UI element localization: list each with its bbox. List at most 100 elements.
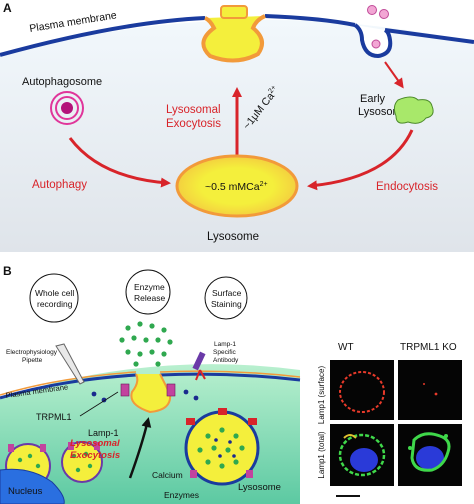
enzyme-dot [225,447,231,453]
endocytic-pit [353,23,393,59]
ko-total-cluster [410,432,451,472]
wt-total-cluster [343,434,357,439]
antibody-fork [195,369,206,381]
particle [367,5,377,15]
channel [246,470,253,478]
channel [68,442,74,450]
lysosome-label-b: Lysosome [238,482,281,493]
released-enzymes [119,321,173,367]
enzyme-label-2: Release [134,293,165,303]
lysosome-b-lamp [186,408,257,425]
ko-label: TRPML1 KO [400,342,457,353]
autophagy-arrow [68,137,171,188]
enzyme-dot [149,323,155,329]
lamp-ab-label-2: Specific [213,349,237,356]
enzyme-dot [35,463,41,469]
calcium-dot [91,391,97,397]
channel [190,470,197,478]
lysosomal-exo-label-2: Exocytosis [70,450,120,461]
lamp-protein [186,418,195,425]
row2-label: Lamp1 (total) [317,431,326,478]
ko-total-speck [408,446,412,450]
panel-b: B Whole cell recording Enzyme Release Su… [0,264,462,504]
vesicle-channels [8,442,100,452]
enzyme-dot [27,453,33,459]
early-label-1: Early [360,93,386,105]
enzyme-release-bubble [125,269,171,315]
wt-total-ring [338,433,386,477]
autophagosome-core [61,102,73,114]
lysosomal-label: Lysosomal [166,104,221,116]
lamp-protein [218,408,227,415]
particle [371,39,381,49]
channel [8,444,14,452]
panel-letter-a: A [3,1,12,15]
panel-letter-b: B [3,264,12,278]
lysosome-b-calcium [214,438,236,458]
enzyme-dot [17,457,23,463]
enzyme-dot [219,427,225,433]
lamp-antibody [192,351,206,371]
exocytosis-label: Exocytosis [166,118,221,130]
calcium-dot [228,440,232,444]
enzyme-label-1: Enzyme [134,282,165,292]
enzyme-dot [125,325,131,331]
lamp-ab-label-1: Lamp-1 [214,341,236,348]
ko-total-speck [444,434,448,438]
wt-label: WT [338,342,354,353]
whole-cell-label-1: Whole cell [35,288,74,298]
calcium-dot [214,438,218,442]
plasma-membrane-a [0,14,474,57]
electro-label-1: Electrophysiology [6,349,58,356]
enzyme-dot [133,361,139,367]
autophagosome-inner-ring [55,96,79,120]
lysosome-b-channels [190,470,253,478]
lysosome-a [175,154,299,218]
ko-surface-speck [423,383,425,385]
surface-staining-bubble [204,276,248,320]
enzyme-dot [197,447,203,453]
trpml1-channel [120,383,130,397]
enzyme-dot [149,349,155,355]
calcium-dots [91,389,199,403]
enzyme-dot [131,335,137,341]
membrane-orange-edge [0,370,301,396]
lamp-ab-label-3: Antibody [213,357,239,364]
enzyme-dot [233,459,239,465]
surface-label-1: Surface [212,288,242,298]
calcium-dot [218,454,222,458]
channel [40,444,46,452]
whole-cell-bubble [29,273,79,323]
enzyme-dot [75,467,81,473]
plasma-membrane-b [0,372,301,400]
calcium-dot [232,454,236,458]
channel [94,442,100,450]
enzymes-label: Enzymes [164,490,199,500]
enzyme-dot [71,453,77,459]
lamp1-label: Lamp-1 [88,428,119,438]
calcium-label: Calcium [152,470,183,480]
row1-label: Lamp1 (surface) [317,366,326,425]
exocytosis-vesicle [201,14,266,63]
enzyme-dot [233,433,239,439]
endocytosis-label: Endocytosis [376,181,438,193]
trpml1-pointer [79,391,119,417]
enzyme-dot [161,351,167,357]
whole-cell-label-2: recording [37,299,73,309]
calcium-dot [183,389,189,395]
enzyme-dot [137,351,143,357]
trpml1-label: TRPML1 [36,412,72,422]
lamp-protein [248,418,257,425]
autophagy-label: Autophagy [32,179,87,191]
particle [379,9,389,19]
panel-a: A Plasma membrane Autophagosome Early Ly… [0,1,474,253]
surface-ring [339,371,385,413]
enzyme-dot [143,337,149,343]
electrophysiology-pipette [55,343,85,385]
enzyme-dot [125,349,131,355]
early-lysosome [393,96,434,124]
electro-label-2: Pipette [22,357,43,364]
wt-nucleus [350,448,378,472]
enzyme-dot [137,321,143,327]
